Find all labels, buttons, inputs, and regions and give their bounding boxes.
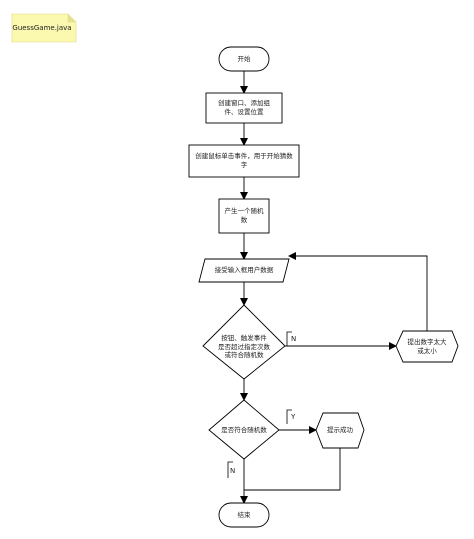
success-label: 提示成功: [327, 426, 353, 435]
random-label: 产生一个随机 数: [224, 207, 264, 224]
process-mouse-event: [188, 144, 300, 178]
io-input: [198, 258, 290, 283]
edge-label-no2: N: [230, 467, 236, 475]
bracket-no1: [286, 331, 292, 346]
edge-label-yes: Y: [291, 413, 296, 421]
mouse-event-label: 创建鼠标单击事件，用于开始猜数 字: [195, 152, 293, 169]
note-shape: [11, 13, 77, 43]
display-success: [315, 412, 365, 449]
edge-hint-loop: [288, 252, 428, 331]
edge-label-no1: N: [291, 335, 297, 343]
process-create-window: [205, 92, 283, 124]
decision-match-label: 是否符合随机数: [221, 425, 267, 434]
process-random: [218, 198, 270, 234]
bracket-yes: [286, 409, 292, 424]
end-terminal: [218, 502, 270, 528]
create-window-label: 创建窗口、添加组 件、设置位置: [218, 99, 270, 116]
hint-label: 提出数字太大 或太小: [407, 337, 447, 355]
decision-trigger-label: 按钮、触发事件 是否超过指定次数 或符合随机数: [218, 333, 270, 360]
input-label: 接受输入框用户数据: [214, 266, 274, 275]
start-label: 开始: [237, 54, 251, 63]
edge-success-to-end: [244, 448, 341, 491]
display-hint: [395, 330, 459, 363]
bracket-no2: [227, 461, 233, 478]
note-label: GuessGame.java: [12, 24, 72, 32]
end-label: 结束: [237, 510, 251, 519]
